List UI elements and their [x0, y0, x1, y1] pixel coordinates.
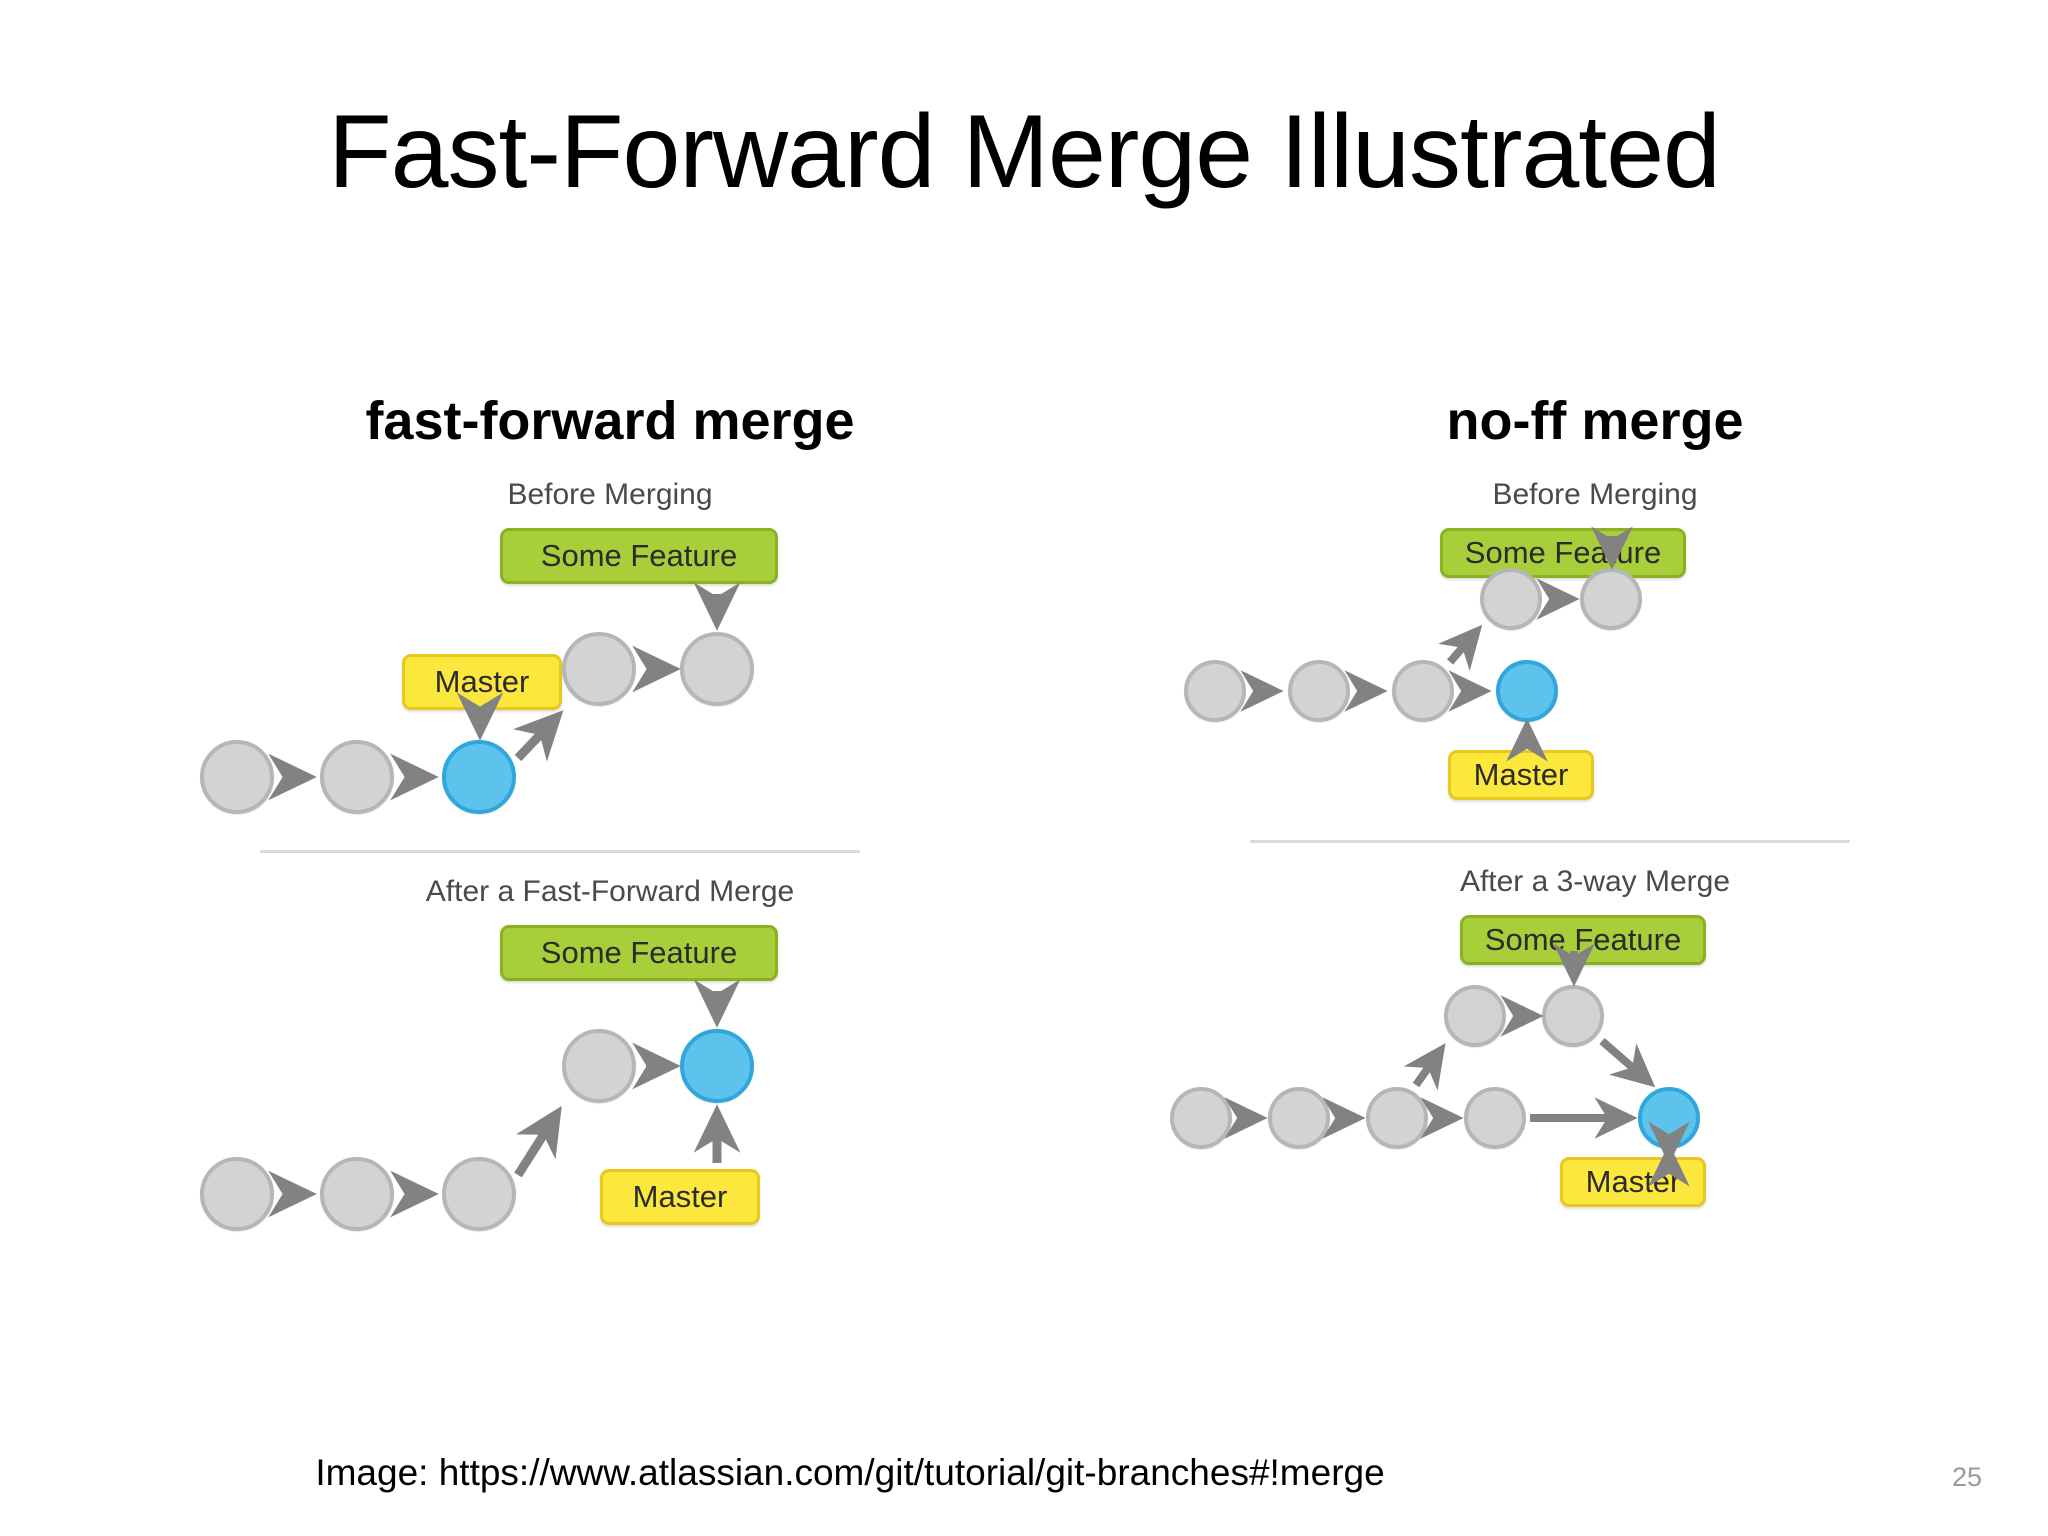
- commit-node-f1: [562, 1029, 636, 1103]
- commit-node-f2-feature-tip: [680, 632, 754, 706]
- branch-label-some-feature: Some Feature: [500, 925, 778, 981]
- graph-ff-before: Some Feature Master: [180, 522, 940, 832]
- panel-fast-forward-merge: fast-forward merge Before Merging Some F…: [180, 390, 940, 1249]
- panel-heading-no-ff: no-ff merge: [1446, 391, 1744, 451]
- commit-node-c4-master-tip: [1496, 660, 1558, 722]
- commit-node-f1: [1480, 568, 1542, 630]
- commit-node-c1: [1184, 660, 1246, 722]
- commit-node-f2-feature-tip: [1580, 568, 1642, 630]
- commit-node-c2: [320, 1157, 394, 1231]
- commit-node-c3: [1366, 1087, 1428, 1149]
- branch-label-master: Master: [402, 654, 562, 710]
- commit-node-c1: [200, 740, 274, 814]
- branch-label-master: Master: [600, 1169, 760, 1225]
- branch-label-some-feature: Some Feature: [500, 528, 778, 584]
- commit-node-f2-master-feature-tip: [680, 1029, 754, 1103]
- branch-label-some-feature: Some Feature: [1460, 915, 1706, 965]
- page-number: 25: [1951, 1462, 1982, 1492]
- commit-node-merge-master-tip: [1638, 1087, 1700, 1149]
- commit-node-f2-feature-tip: [1542, 985, 1604, 1047]
- graph-ff-after: Some Feature Master: [180, 919, 940, 1249]
- panel-heading-fast-forward: fast-forward merge: [365, 391, 855, 451]
- commit-node-c4: [1464, 1087, 1526, 1149]
- divider-noff: [1250, 840, 1850, 843]
- section-label-ff-before: Before Merging: [507, 478, 713, 511]
- commit-node-c1: [1170, 1087, 1232, 1149]
- commit-node-c2: [320, 740, 394, 814]
- graph-noff-after: Some Feature Master: [1160, 909, 1920, 1239]
- commit-node-f1: [562, 632, 636, 706]
- commit-node-c1: [200, 1157, 274, 1231]
- section-label-ff-after: After a Fast-Forward Merge: [425, 875, 795, 908]
- commit-node-c3: [442, 1157, 516, 1231]
- branch-label-some-feature: Some Feature: [1440, 528, 1686, 578]
- commit-node-c3-master-tip: [442, 740, 516, 814]
- commit-node-f1: [1444, 985, 1506, 1047]
- divider-ff: [260, 850, 860, 853]
- graph-noff-before: Some Feature Master: [1160, 522, 1920, 822]
- page-title: Fast-Forward Merge Illustrated: [328, 94, 1721, 210]
- section-label-noff-before: Before Merging: [1492, 478, 1698, 511]
- commit-node-c2: [1268, 1087, 1330, 1149]
- section-label-noff-after: After a 3-way Merge: [1459, 865, 1731, 898]
- branch-label-master: Master: [1448, 750, 1594, 800]
- source-caption: Image: https://www.atlassian.com/git/tut…: [315, 1452, 1385, 1493]
- panel-no-ff-merge: no-ff merge Before Merging Some Feature …: [1160, 390, 1920, 1239]
- commit-node-c2: [1288, 660, 1350, 722]
- branch-label-master: Master: [1560, 1157, 1706, 1207]
- commit-node-c3: [1392, 660, 1454, 722]
